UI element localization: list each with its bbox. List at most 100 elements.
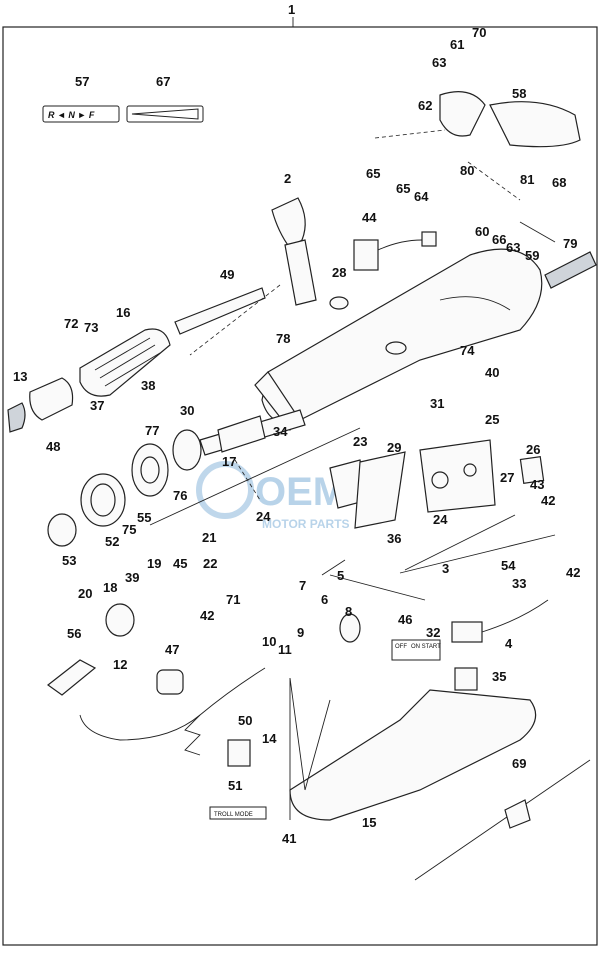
callout-33: 33 <box>512 576 526 591</box>
arm-69 <box>414 759 591 881</box>
callout-4: 4 <box>505 636 513 651</box>
callout-6: 6 <box>321 592 328 607</box>
callout-36: 36 <box>387 531 401 546</box>
throttle-grip-16 <box>79 328 171 397</box>
svg-text:OFF: OFF <box>395 644 407 650</box>
callout-46: 46 <box>398 612 412 627</box>
callout-59: 59 <box>525 248 539 263</box>
troll-mode-decal-51: TROLL MODE <box>209 806 267 820</box>
callouts: 57 67 70 61 63 62 58 65 65 64 80 81 68 6… <box>13 25 580 846</box>
callout-18: 18 <box>103 580 117 595</box>
callout-34: 34 <box>273 424 288 439</box>
callout-27: 27 <box>500 470 514 485</box>
callout-30: 30 <box>180 403 194 418</box>
callout-28: 28 <box>332 265 346 280</box>
knob-13 <box>7 402 26 433</box>
callout-2: 2 <box>284 171 291 186</box>
callout-40: 40 <box>485 365 499 380</box>
callout-60: 60 <box>475 224 489 239</box>
callout-58: 58 <box>512 86 526 101</box>
cable-3 <box>404 514 516 571</box>
throttle-decal <box>126 105 204 123</box>
bracket-49 <box>174 287 266 335</box>
callout-31: 31 <box>430 396 444 411</box>
callout-80: 80 <box>460 163 474 178</box>
callout-72: 72 <box>64 316 78 331</box>
callout-65a: 65 <box>366 166 380 181</box>
callout-66: 66 <box>492 232 506 247</box>
callout-64: 64 <box>414 189 429 204</box>
callout-69: 69 <box>512 756 526 771</box>
callout-20: 20 <box>78 586 92 601</box>
callout-81: 81 <box>520 172 534 187</box>
lanyard-10 <box>79 667 266 756</box>
cap-47 <box>156 669 184 695</box>
svg-text:TROLL MODE: TROLL MODE <box>214 812 253 818</box>
callout-26: 26 <box>526 442 540 457</box>
plate-77 <box>131 443 169 497</box>
svg-text:OEM: OEM <box>255 470 346 514</box>
switch-decal-46: OFF ON START <box>391 639 441 661</box>
callout-52: 52 <box>105 534 119 549</box>
callout-57: 57 <box>75 74 89 89</box>
shaft-17 <box>149 427 361 526</box>
svg-text:R ◄ N ► F: R ◄ N ► F <box>48 110 95 120</box>
callout-19: 19 <box>147 556 161 571</box>
bracket-top <box>439 91 486 137</box>
callout-51: 51 <box>228 778 242 793</box>
callout-49: 49 <box>220 267 234 282</box>
diagram-frame <box>2 26 598 946</box>
callout-78: 78 <box>276 331 290 346</box>
gear-30 <box>172 429 202 471</box>
callout-24a: 24 <box>256 509 271 524</box>
callout-32: 32 <box>426 625 440 640</box>
friction-ring-52 <box>80 473 126 527</box>
switch-8 <box>339 613 361 643</box>
callout-62: 62 <box>418 98 432 113</box>
callout-15: 15 <box>362 815 376 830</box>
lever-56 <box>46 659 97 696</box>
callout-76: 76 <box>173 488 187 503</box>
cable-33 <box>399 534 556 574</box>
callout-79: 79 <box>563 236 577 251</box>
plate-29 <box>354 451 406 529</box>
svg-text:ON START: ON START <box>411 644 441 650</box>
callout-5: 5 <box>337 568 344 583</box>
callout-68: 68 <box>552 175 566 190</box>
callout-3: 3 <box>442 561 449 576</box>
shift-lever-2 <box>271 197 317 306</box>
callout-7: 7 <box>299 578 306 593</box>
callout-21: 21 <box>202 530 216 545</box>
callout-17: 17 <box>222 454 236 469</box>
callout-35: 35 <box>492 669 506 684</box>
spring-79 <box>544 251 597 289</box>
switch-housing-27 <box>419 439 496 513</box>
callout-42a: 42 <box>541 493 555 508</box>
callout-56: 56 <box>67 626 81 641</box>
cover-26 <box>519 456 545 484</box>
callout-16: 16 <box>116 305 130 320</box>
callout-63a: 63 <box>432 55 446 70</box>
callout-12: 12 <box>113 657 127 672</box>
watermark-logo: OEM MOTOR PARTS <box>196 461 350 531</box>
connector-50 <box>227 739 251 767</box>
callout-67: 67 <box>156 74 170 89</box>
callout-38: 38 <box>141 378 155 393</box>
harness-44 <box>353 231 437 271</box>
knob-12 <box>105 603 135 637</box>
bolt-59 <box>519 221 556 243</box>
callout-42c: 42 <box>200 608 214 623</box>
callout-74: 74 <box>460 343 475 358</box>
callout-71: 71 <box>226 592 240 607</box>
callout-53: 53 <box>62 553 76 568</box>
grip-end-48 <box>29 377 74 421</box>
callout-47: 47 <box>165 642 179 657</box>
callout-75: 75 <box>122 522 136 537</box>
callout-8: 8 <box>345 604 352 619</box>
cap-53 <box>47 513 77 547</box>
shaft-34 <box>199 409 306 456</box>
callout-29: 29 <box>387 440 401 455</box>
callout-73: 73 <box>84 320 98 335</box>
